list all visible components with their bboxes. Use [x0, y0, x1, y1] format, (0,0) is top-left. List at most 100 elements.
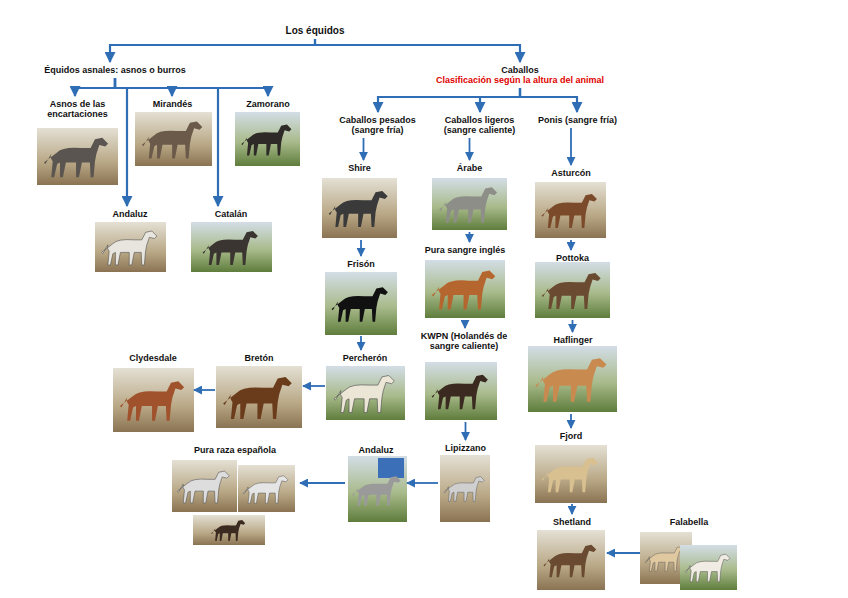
connector: [572, 320, 574, 332]
connector: [570, 414, 572, 428]
photo: [216, 366, 302, 428]
connector: [465, 422, 467, 440]
node-box: Mirandés: [130, 96, 215, 168]
connector: [303, 385, 325, 387]
photo: [535, 445, 607, 503]
node-label: Asnos de las encartaciones: [30, 99, 125, 120]
photo: [172, 460, 237, 512]
node-label: Lipizzano: [438, 443, 493, 453]
node-box: Clydesdale: [112, 350, 194, 432]
node-box: Fjord: [535, 428, 607, 504]
connector: [570, 128, 572, 165]
node-box: Caballos ligeros (sangre caliente): [432, 112, 527, 138]
node-box: Ponis (sangre fría): [535, 112, 620, 128]
photo: [535, 182, 606, 238]
connector: [520, 88, 577, 112]
node-label: Fjord: [535, 431, 607, 441]
node-label: Shire: [322, 163, 397, 173]
connector: [469, 138, 471, 160]
node-label: Équidos asnales: asnos o burros: [30, 65, 200, 75]
node-box: Haflinger: [528, 332, 618, 414]
photo: [135, 112, 212, 166]
subtitle: Clasificación según la altura del animal: [410, 75, 630, 85]
photo: [238, 465, 295, 512]
connector: [75, 78, 115, 96]
photo: [325, 272, 397, 335]
node-label: Clydesdale: [112, 353, 194, 363]
photo: [193, 515, 265, 545]
node-box: Falabella: [640, 514, 738, 592]
connector: [360, 336, 362, 350]
node-label: Bretón: [215, 353, 303, 363]
node-label: Shetland: [537, 517, 607, 527]
photo: [326, 366, 405, 420]
connector: [110, 39, 315, 62]
node-label: Ponis (sangre fría): [535, 115, 620, 125]
connector: [115, 78, 127, 206]
node-box: Árabe: [432, 160, 507, 232]
node-label: KWPN (Holandés de sangre caliente): [418, 331, 510, 352]
node-box: Shire: [322, 160, 397, 240]
node-label: Haflinger: [528, 335, 618, 345]
photo: [528, 346, 617, 412]
node-box: KWPN (Holandés de sangre caliente): [418, 328, 510, 422]
connector: [115, 78, 218, 206]
node-label: Falabella: [640, 517, 738, 527]
node-label: Árabe: [432, 163, 507, 173]
node-box: Bretón: [215, 350, 303, 430]
connector: [360, 240, 362, 256]
connector: [315, 39, 520, 62]
connector: [607, 552, 640, 554]
photo: [440, 455, 490, 522]
photo: [432, 178, 507, 230]
photo: [680, 545, 737, 590]
connector: [300, 482, 345, 484]
node-label: Andaluz: [345, 445, 407, 455]
photo: [37, 128, 118, 185]
node-label: Frisón: [325, 259, 397, 269]
photo: [348, 456, 407, 522]
node-box: Caballos pesados (sangre fría): [330, 112, 425, 138]
node-box: Andaluz: [92, 206, 168, 274]
photo: [95, 222, 166, 272]
connector: [464, 320, 466, 328]
node-label: Caballos: [410, 65, 630, 75]
node-box: Zamorano: [232, 96, 304, 168]
connector: [407, 482, 438, 484]
node-label: Caballos pesados (sangre fría): [330, 115, 425, 136]
photo: [535, 262, 610, 318]
node-box: Asturcón: [535, 165, 607, 240]
node-label: Percherón: [325, 353, 405, 363]
node-label: Pura sangre inglés: [420, 245, 510, 255]
node-box: Équidos asnales: asnos o burros: [30, 62, 200, 78]
photo: [235, 112, 300, 166]
node-label: Andaluz: [92, 209, 168, 219]
connector: [378, 88, 520, 112]
photo: [537, 530, 605, 590]
node-box: Catalán: [188, 206, 274, 274]
node-box: Pura raza española: [170, 442, 300, 547]
node-label: Los équidos: [265, 25, 365, 37]
photo: [191, 222, 272, 272]
node-box: Los équidos: [265, 22, 365, 39]
node-label: Asturcón: [535, 168, 607, 178]
connector: [570, 240, 572, 250]
connector: [194, 389, 215, 391]
photo: [425, 362, 497, 420]
connector: [480, 88, 520, 112]
node-box: Asnos de las encartaciones: [30, 96, 125, 188]
node-label: Pottoka: [535, 253, 610, 263]
node-box: Pottoka: [535, 250, 610, 320]
node-box: Andaluz: [345, 442, 407, 524]
node-box: Pura sangre inglés: [420, 242, 510, 320]
node-label: Zamorano: [232, 99, 304, 109]
node-label: Caballos ligeros (sangre caliente): [432, 115, 527, 136]
node-box: Frisón: [325, 256, 397, 336]
photo: [322, 178, 397, 238]
node-label: Pura raza española: [170, 445, 300, 455]
node-box: CaballosClasificación según la altura de…: [410, 62, 630, 88]
node-label: Catalán: [188, 209, 274, 219]
node-box: Percherón: [325, 350, 405, 422]
